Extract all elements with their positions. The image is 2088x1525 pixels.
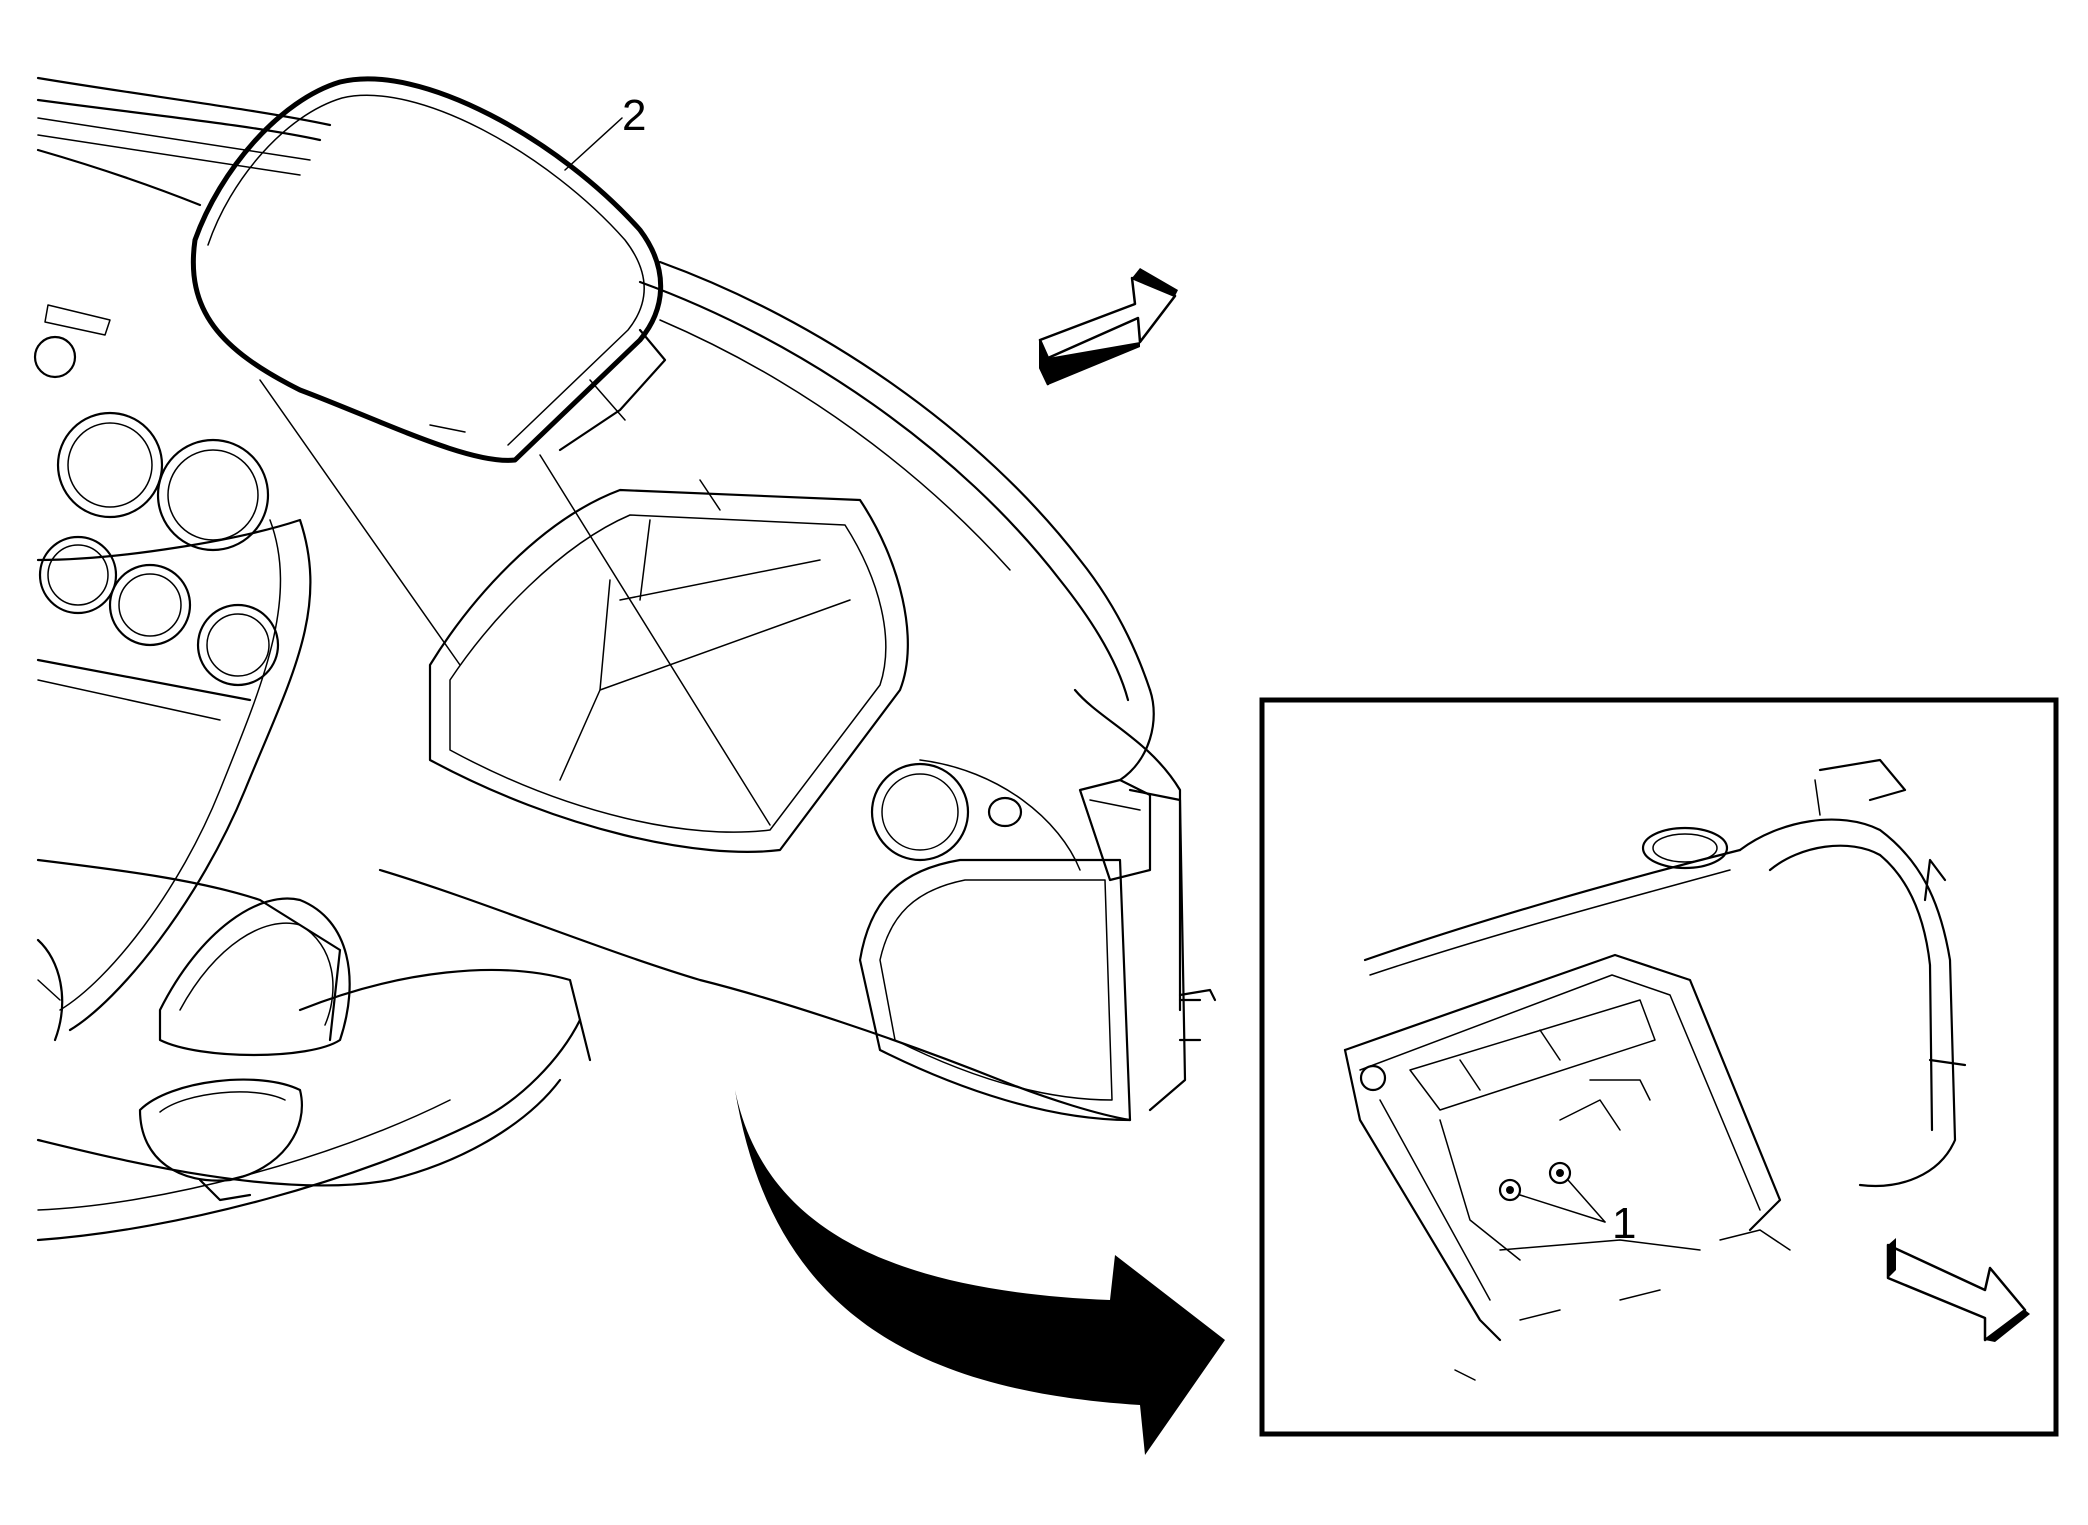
fastener-right (1548, 1161, 1572, 1185)
forward-arrow-icon (1038, 268, 1178, 386)
callout-2-label: 2 (622, 91, 646, 140)
instrument-panel-main-view (33, 76, 1217, 1242)
callout-1: 1 (1519, 1179, 1636, 1248)
inset-panel-drawing (1343, 758, 1967, 1381)
fastener-left (1498, 1178, 1522, 1202)
callout-1-label: 1 (1612, 1199, 1636, 1248)
airbag-module (190, 76, 771, 826)
curved-arrow-icon (735, 1090, 1225, 1455)
detail-inset: 1 (1259, 697, 2059, 1437)
callout-2: 2 (564, 91, 646, 171)
inset-forward-arrow-icon (1886, 1238, 2030, 1342)
